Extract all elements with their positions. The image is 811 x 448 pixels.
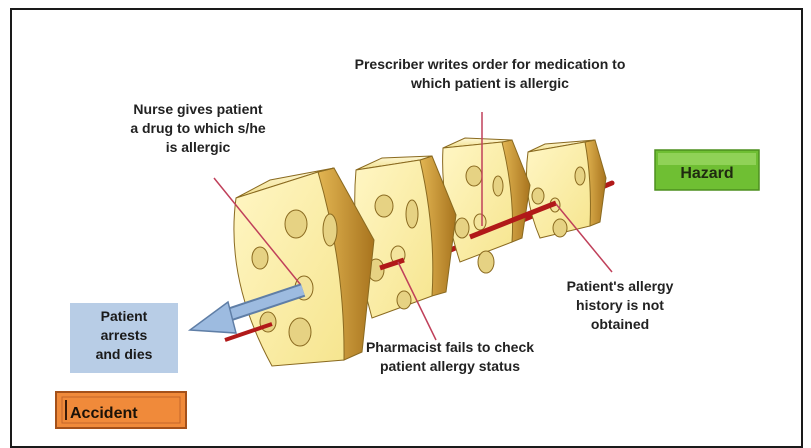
pharmacist-label-line2: patient allergy status [320,357,580,376]
outcome-label-line2: arrests [70,326,178,345]
prescriber-label-line1: Prescriber writes order for medication t… [300,55,680,74]
hazard-label: Hazard [680,165,733,182]
cheese-slice-1 [234,168,374,366]
outcome-label: Patient arrests and dies [70,307,178,364]
prescriber-label: Prescriber writes order for medication t… [300,55,680,93]
pharmacist-label: Pharmacist fails to check patient allerg… [320,338,580,376]
nurse-label-line3: is allergic [98,138,298,157]
cheese-slice-4 [527,140,607,238]
accident-box: Accident [56,392,186,428]
history-label-line3: obtained [540,315,700,334]
hazard-box: Hazard [655,150,759,190]
history-label-line2: history is not [540,296,700,315]
history-label-line1: Patient's allergy [540,277,700,296]
cheese-slice-3 [443,138,530,273]
nurse-label: Nurse gives patient a drug to which s/he… [98,100,298,157]
pharmacist-label-line1: Pharmacist fails to check [320,338,580,357]
accident-label: Accident [70,405,138,422]
outcome-label-line3: and dies [70,345,178,364]
nurse-label-line1: Nurse gives patient [98,100,298,119]
prescriber-label-line2: which patient is allergic [300,74,680,93]
history-label: Patient's allergy history is not obtaine… [540,277,700,334]
nurse-label-line2: a drug to which s/he [98,119,298,138]
outcome-label-line1: Patient [70,307,178,326]
